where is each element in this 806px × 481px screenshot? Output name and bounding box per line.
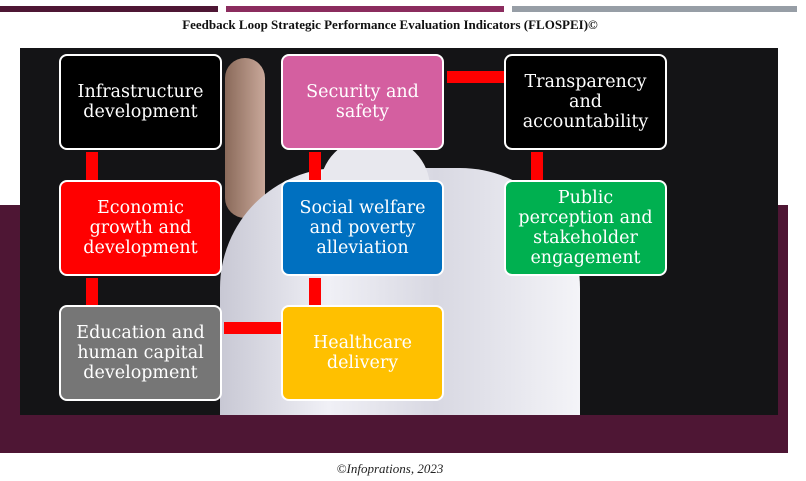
box-economic: Economic growth and development bbox=[59, 180, 222, 276]
header-bar-maroon bbox=[0, 6, 218, 12]
header-bar-plum bbox=[226, 6, 504, 12]
box-label: Education and human capital development bbox=[76, 323, 205, 383]
box-education: Education and human capital development bbox=[59, 305, 222, 401]
connector bbox=[86, 152, 98, 182]
box-label: Economic growth and development bbox=[83, 198, 198, 258]
raised-arm bbox=[225, 58, 265, 218]
connector bbox=[531, 152, 543, 182]
box-label: Security and safety bbox=[306, 82, 419, 122]
connector bbox=[224, 322, 283, 334]
box-social-welfare: Social welfare and poverty alleviation bbox=[281, 180, 444, 276]
box-transparency: Transparency and accountability bbox=[504, 54, 667, 150]
box-label: Infrastructure development bbox=[77, 82, 204, 122]
box-label: Transparency and accountability bbox=[522, 72, 649, 132]
copyright-footer: ©Infoprations, 2023 bbox=[336, 461, 444, 476]
page-title: Feedback Loop Strategic Performance Eval… bbox=[182, 17, 598, 32]
box-label: Social welfare and poverty alleviation bbox=[299, 198, 426, 258]
header-bar-gray bbox=[512, 6, 797, 12]
box-security: Security and safety bbox=[281, 54, 444, 150]
box-infrastructure: Infrastructure development bbox=[59, 54, 222, 150]
connector bbox=[447, 71, 506, 83]
connector bbox=[309, 152, 321, 182]
connector bbox=[86, 278, 98, 307]
box-label: Healthcare delivery bbox=[313, 333, 412, 373]
connector bbox=[309, 278, 321, 307]
box-label: Public perception and stakeholder engage… bbox=[518, 188, 653, 268]
box-public-perception: Public perception and stakeholder engage… bbox=[504, 180, 667, 276]
box-healthcare: Healthcare delivery bbox=[281, 305, 444, 401]
